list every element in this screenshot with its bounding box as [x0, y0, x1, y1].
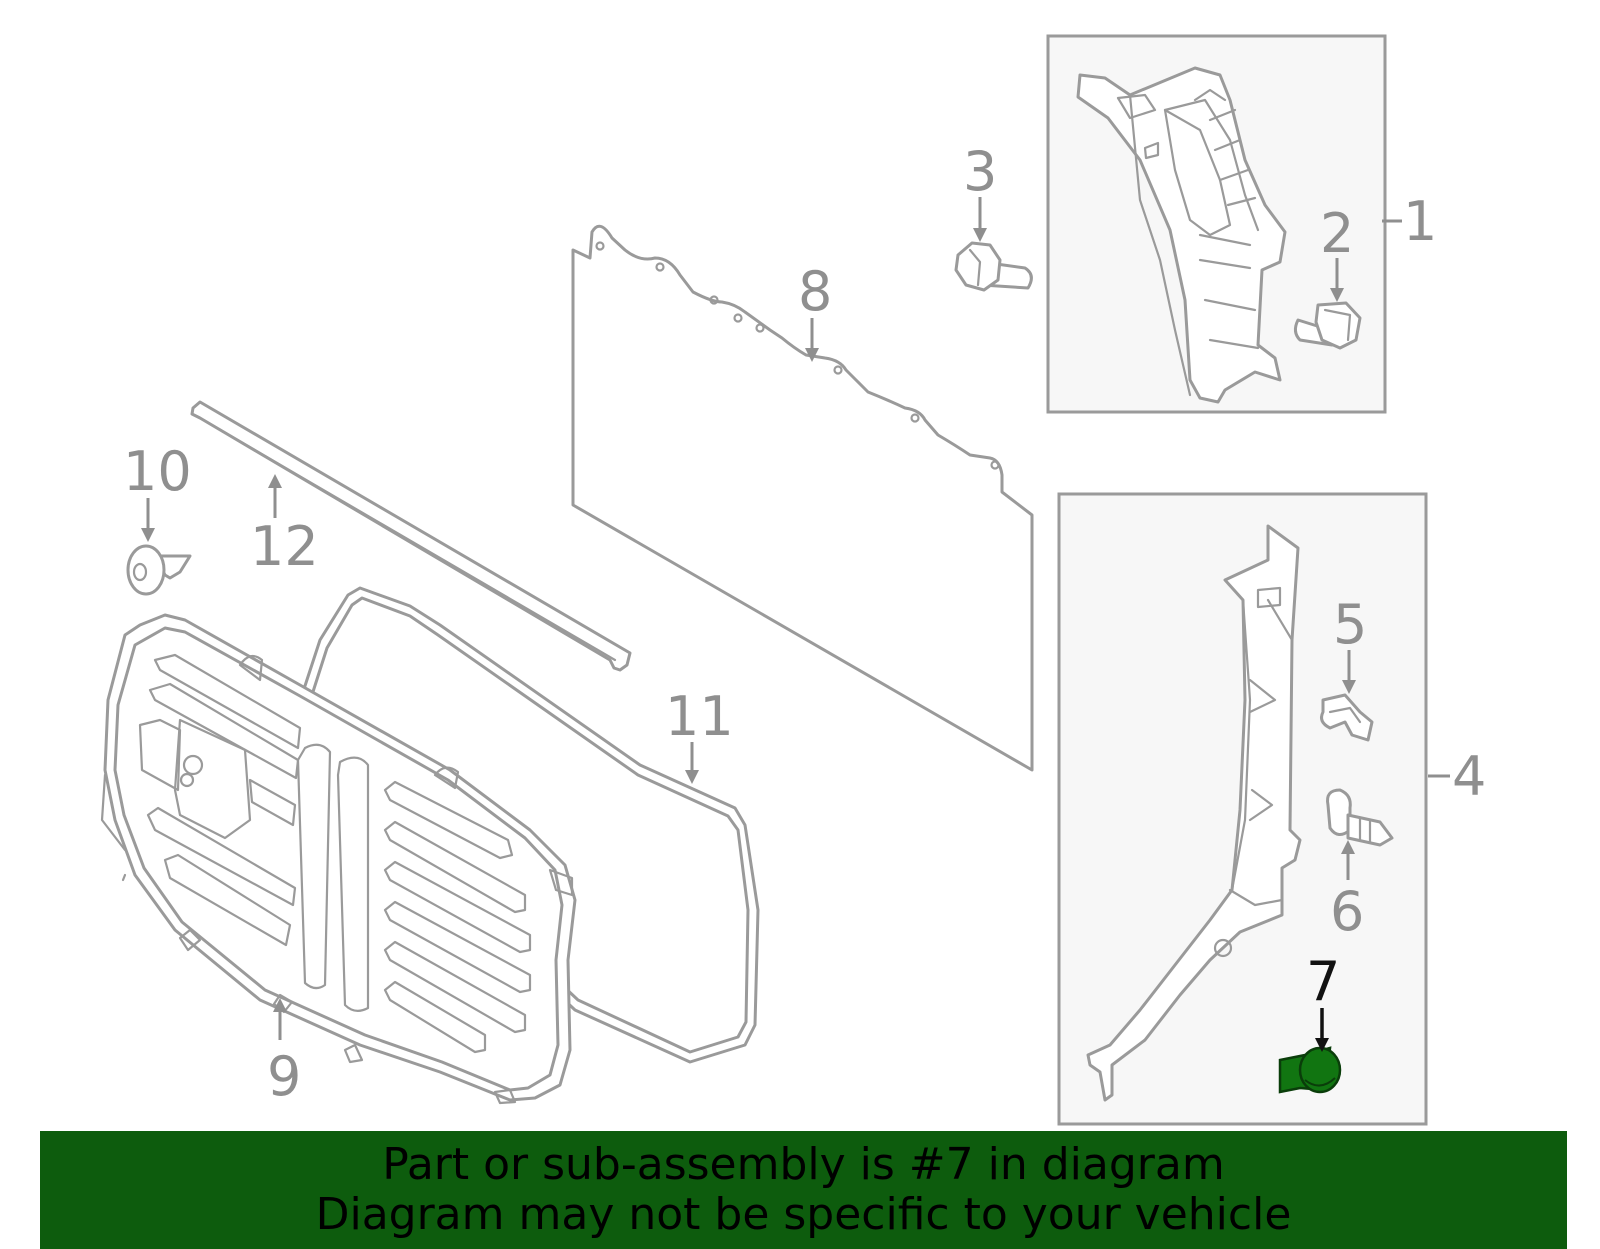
callout-5: 5: [1333, 593, 1367, 656]
part-8-panel: [571, 224, 1034, 772]
callout-1: 1: [1403, 190, 1437, 253]
banner-line-2: Diagram may not be specific to your vehi…: [315, 1189, 1292, 1240]
callout-2: 2: [1320, 202, 1354, 265]
callout-10: 10: [123, 440, 192, 503]
banner-line-1: Part or sub-assembly is #7 in diagram: [382, 1139, 1225, 1190]
part-12-strip: [190, 400, 632, 672]
callout-9: 9: [267, 1045, 301, 1108]
part-4-pillar-trim: [1086, 524, 1302, 1102]
callout-4: 4: [1452, 745, 1486, 808]
callout-7: 7: [1306, 950, 1340, 1013]
part-10-fastener: [126, 544, 192, 596]
callout-12: 12: [250, 515, 319, 578]
callout-3: 3: [963, 140, 997, 203]
part-6-push-pin: [1326, 788, 1394, 847]
callout-6: 6: [1330, 880, 1364, 943]
part-2-bolt: [1293, 301, 1362, 350]
part-5-clip: [1320, 693, 1374, 742]
info-banner: Part or sub-assembly is #7 in diagram Di…: [40, 1131, 1567, 1249]
part-1-pillar-trim: [1076, 66, 1287, 404]
part-9-grille-panel: [100, 613, 577, 1105]
part-3-bolt: [954, 241, 1033, 292]
callout-8: 8: [798, 260, 832, 323]
callout-11: 11: [665, 685, 734, 748]
